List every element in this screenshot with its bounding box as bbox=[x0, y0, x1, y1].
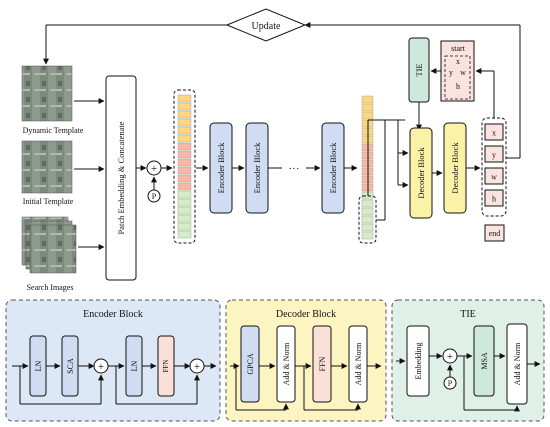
token-cell bbox=[177, 206, 192, 215]
coord-start-token: start bbox=[451, 44, 466, 53]
encoder-block-2-label: Encoder Block bbox=[252, 142, 262, 193]
input-images: Dynamic Template Initial Template Search… bbox=[21, 65, 105, 292]
token-cell bbox=[177, 150, 192, 159]
add-symbol: + bbox=[151, 163, 157, 175]
decoder-block-1-label: Decoder Block bbox=[416, 147, 426, 199]
coord-end-token: end bbox=[489, 229, 501, 238]
enc-ffn-label: FFN bbox=[162, 360, 170, 373]
token-cell bbox=[177, 142, 192, 151]
dec-add-norm-2 bbox=[348, 325, 368, 403]
ellipsis: ··· bbox=[289, 163, 300, 175]
token-cell bbox=[177, 118, 192, 127]
encoder-panel-title: Encoder Block bbox=[83, 309, 143, 320]
token-cell bbox=[177, 214, 192, 223]
search-image-3 bbox=[29, 224, 77, 274]
token-cell bbox=[177, 182, 192, 191]
dec-ffn bbox=[312, 325, 332, 403]
patch-embedding-label: Patch Embedding & Concatenate bbox=[116, 121, 126, 234]
token-cell bbox=[177, 198, 192, 207]
initial-template-image bbox=[21, 140, 73, 194]
dec-add-norm-1-label: Add & Norm bbox=[282, 342, 291, 385]
tie-label: TIE bbox=[414, 63, 424, 76]
dec-gpca bbox=[240, 325, 260, 403]
coord-output-tokens: x y w h bbox=[484, 123, 504, 207]
patch-embedding-block bbox=[105, 75, 137, 281]
enc-sca-label: SCA bbox=[66, 358, 75, 374]
decoder-panel-title: Decoder Block bbox=[276, 309, 336, 320]
token-cell bbox=[177, 174, 192, 183]
coord-output-frame bbox=[481, 117, 507, 217]
tie-msa-label: MSA bbox=[480, 352, 489, 370]
coord-output-token-box bbox=[484, 145, 504, 163]
coord-output-token-box bbox=[484, 189, 504, 207]
dec-add-norm-2-label: Add & Norm bbox=[354, 342, 363, 385]
tie-detail-panel bbox=[391, 299, 545, 422]
output-token-cell bbox=[361, 103, 374, 112]
tie-msa bbox=[473, 325, 495, 397]
coord-output-token-label: w bbox=[491, 173, 497, 182]
tie-pos-label: P bbox=[448, 379, 453, 388]
token-cell bbox=[177, 222, 192, 231]
coord-input-x: x bbox=[456, 57, 460, 66]
token-sequence bbox=[177, 94, 192, 239]
output-token-cell bbox=[361, 215, 374, 224]
token-cell bbox=[177, 134, 192, 143]
dynamic-template-image bbox=[21, 65, 73, 122]
token-cell bbox=[177, 126, 192, 135]
coord-end-token-box bbox=[484, 224, 505, 242]
tie-add-symbol: + bbox=[447, 351, 453, 363]
tie-panel-title: TIE bbox=[460, 309, 476, 320]
enc-ln-1-label: LN bbox=[34, 360, 43, 371]
token-cell bbox=[177, 94, 192, 103]
coord-output-token-box bbox=[484, 123, 504, 141]
position-encoding-label: P bbox=[152, 192, 157, 201]
output-token-cell bbox=[361, 111, 374, 120]
tie-add-norm-label: Add & Norm bbox=[513, 342, 522, 385]
search-images-caption: Search Images bbox=[27, 283, 74, 292]
coord-output-token-box bbox=[484, 167, 504, 185]
token-cell bbox=[177, 110, 192, 119]
output-token-cell bbox=[361, 231, 374, 240]
coord-output-token-label: h bbox=[492, 195, 496, 204]
dynamic-template-caption: Dynamic Template bbox=[23, 126, 84, 135]
decoder-block-2-label: Decoder Block bbox=[450, 142, 460, 194]
tie-embedding-label: Embedding bbox=[414, 343, 423, 380]
coord-input-w: w bbox=[460, 68, 466, 77]
dec-add-norm-1 bbox=[276, 325, 296, 403]
output-token-cell bbox=[361, 95, 374, 104]
output-token-cell bbox=[361, 199, 374, 208]
token-cell bbox=[177, 166, 192, 175]
token-cell bbox=[177, 230, 192, 239]
update-loop: Update bbox=[43, 8, 521, 159]
token-cell bbox=[177, 102, 192, 111]
token-cell bbox=[177, 190, 192, 199]
tie-embedding bbox=[406, 325, 430, 397]
coord-input-box bbox=[440, 40, 475, 102]
enc-add-2-symbol: + bbox=[194, 361, 200, 373]
enc-ln-2-label: LN bbox=[130, 360, 139, 371]
dec-ffn-label: FFN bbox=[318, 356, 327, 371]
output-token-cell bbox=[361, 207, 374, 216]
decoder-detail-panel bbox=[225, 299, 387, 422]
coord-output-token-label: y bbox=[492, 151, 496, 160]
dec-gpca-label: GPCA bbox=[246, 353, 255, 375]
coord-input-y: y bbox=[449, 68, 453, 77]
update-label: Update bbox=[252, 21, 281, 32]
coord-output-token-label: x bbox=[492, 129, 496, 138]
coord-input-dashed bbox=[444, 55, 471, 100]
encoder-block-n-label: Encoder Block bbox=[328, 142, 338, 193]
coord-input-h: h bbox=[456, 82, 460, 91]
enc-add-1-symbol: + bbox=[98, 361, 104, 373]
token-cell bbox=[177, 158, 192, 167]
output-token-cell bbox=[361, 223, 374, 232]
token-sequence-frame bbox=[173, 89, 196, 244]
initial-template-caption: Initial Template bbox=[23, 197, 74, 206]
encoder-block-1-label: Encoder Block bbox=[216, 142, 226, 193]
